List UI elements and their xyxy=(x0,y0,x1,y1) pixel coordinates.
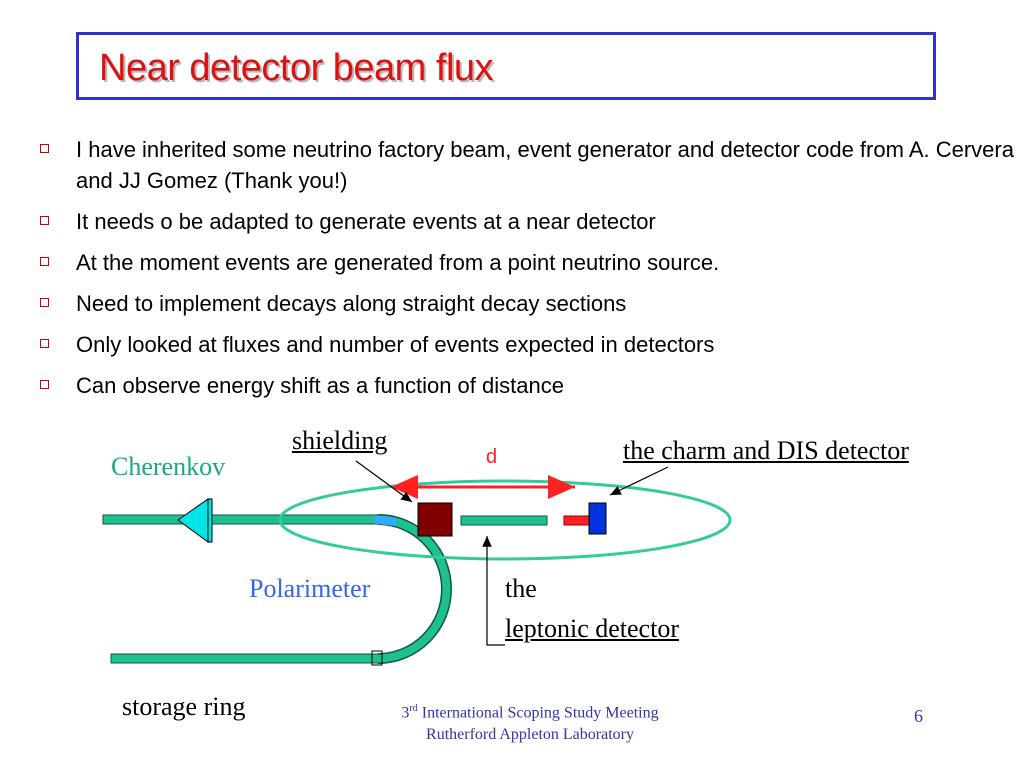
bullet-square-icon xyxy=(40,339,49,348)
storage-ring-arc-fill xyxy=(377,515,451,663)
polarimeter-segment xyxy=(373,515,397,526)
cherenkov-cone-icon xyxy=(177,498,209,543)
bullet-text: Only looked at fluxes and number of even… xyxy=(76,332,715,357)
charm-dis-detector-label: the charm and DIS detector xyxy=(623,436,909,465)
bullet-text: I have inherited some neutrino factory b… xyxy=(76,137,1014,193)
cherenkov-label: Cherenkov xyxy=(111,452,226,481)
bullet-item: Need to implement decays along straight … xyxy=(40,288,1020,319)
page-number: 6 xyxy=(914,706,923,726)
slide-title: Near detector beam flux xyxy=(99,47,494,89)
leptonic-detector-segment xyxy=(460,515,548,526)
bullet-text: Can observe energy shift as a function o… xyxy=(76,373,564,398)
dis-pointer xyxy=(609,466,669,496)
red-beam-segment xyxy=(563,515,591,526)
bullet-item: Can observe energy shift as a function o… xyxy=(40,370,1020,401)
bullet-item: I have inherited some neutrino factory b… xyxy=(40,134,1020,196)
footer: 3rd International Scoping Study Meeting … xyxy=(300,698,760,746)
title-box: Near detector beam flux xyxy=(76,32,936,100)
cherenkov-body xyxy=(207,498,213,543)
bullet-text: It needs o be adapted to generate events… xyxy=(76,209,656,234)
storage-ring-arc xyxy=(377,514,452,664)
bullet-text: Need to implement decays along straight … xyxy=(76,291,627,316)
leptonic-detector-label-line2: leptonic detector xyxy=(505,614,679,643)
footer-line2: Rutherford Appleton Laboratory xyxy=(426,726,634,744)
shielding-pointer xyxy=(355,460,413,503)
leptonic-detector-label-line1: the xyxy=(505,574,537,603)
bullet-item: It needs o be adapted to generate events… xyxy=(40,206,1020,237)
polarimeter-label: Polarimeter xyxy=(249,574,371,603)
lower-beamline xyxy=(110,653,384,664)
storage-ring-label: storage ring xyxy=(122,692,246,721)
bullet-square-icon xyxy=(40,216,49,225)
bullet-item: Only looked at fluxes and number of even… xyxy=(40,329,1020,360)
bullet-square-icon xyxy=(40,144,49,153)
leptonic-pointer xyxy=(482,536,505,646)
bullet-square-icon xyxy=(40,257,49,266)
distance-label: d xyxy=(486,446,498,468)
shielding-label: shielding xyxy=(292,426,388,455)
bullet-square-icon xyxy=(40,298,49,307)
bullet-list: I have inherited some neutrino factory b… xyxy=(40,134,1020,411)
bullet-item: At the moment events are generated from … xyxy=(40,247,1020,278)
bullet-square-icon xyxy=(40,380,49,389)
dis-detector-block xyxy=(588,502,607,535)
lower-line-end-cap xyxy=(371,650,383,666)
upper-beamline xyxy=(102,514,379,525)
shielding-block xyxy=(417,502,453,537)
footer-line1: 3rd International Scoping Study Meeting xyxy=(401,703,659,722)
bullet-text: At the moment events are generated from … xyxy=(76,250,720,275)
